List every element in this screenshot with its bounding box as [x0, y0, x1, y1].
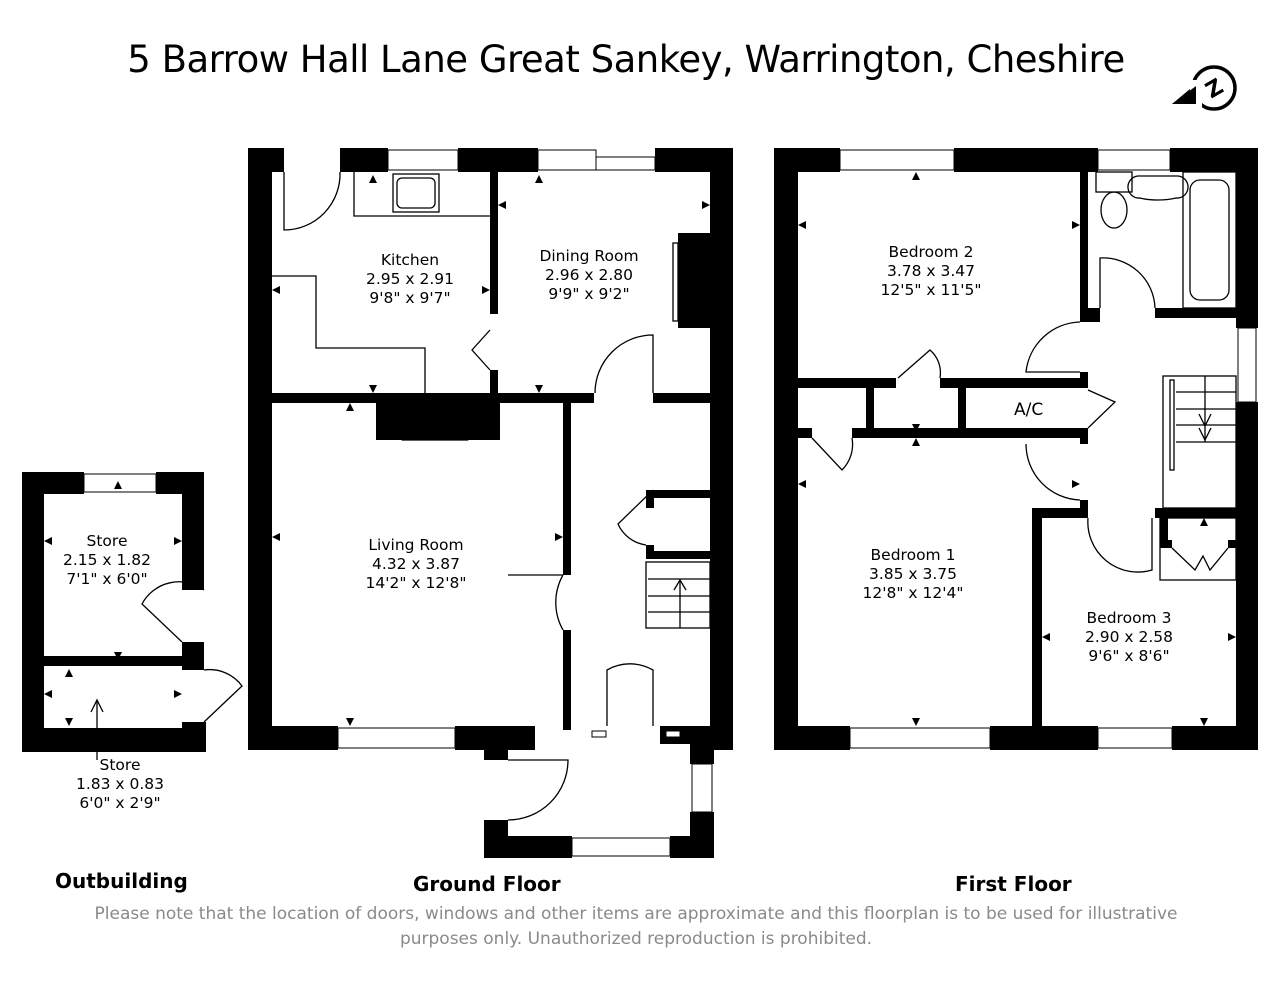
room-size-metric: 2.96 x 2.80	[544, 266, 634, 284]
ground-floor-walls	[248, 148, 733, 858]
room-outbuilding-store-1: Store 2.15 x 1.82 7'1" x 6'0"	[63, 532, 151, 589]
floor-label-ground-floor: Ground Floor	[413, 872, 561, 896]
room-outbuilding-store-2: Store 1.83 x 0.83 6'0" x 2'9"	[76, 756, 164, 813]
floor-label-first-floor: First Floor	[955, 872, 1072, 896]
room-size-imperial: 9'9" x 9'2"	[548, 285, 630, 303]
room-size-metric: 3.78 x 3.47	[886, 262, 976, 280]
outbuilding-walls	[22, 472, 206, 752]
room-name: Store	[86, 532, 128, 550]
room-size-imperial: 12'8" x 12'4"	[862, 584, 964, 602]
room-size-metric: 1.83 x 0.83	[75, 775, 165, 793]
room-dining-room: Dining Room 2.96 x 2.80 9'9" x 9'2"	[539, 247, 638, 304]
disclaimer-line-1: Please note that the location of doors, …	[94, 904, 1178, 924]
room-bedroom-3: Bedroom 3 2.90 x 2.58 9'6" x 8'6"	[1085, 609, 1173, 666]
room-name: Bedroom 1	[870, 546, 956, 564]
room-bedroom-1: Bedroom 1 3.85 x 3.75 12'8" x 12'4"	[863, 546, 964, 603]
north-compass-icon: Z	[1172, 65, 1237, 111]
room-name: Dining Room	[539, 247, 639, 265]
room-size-imperial: 6'0" x 2'9"	[79, 794, 161, 812]
room-size-imperial: 9'8" x 9'7"	[369, 289, 451, 307]
first-floor-walls	[774, 148, 1258, 750]
fixtures	[90, 171, 1237, 821]
disclaimer-line-2: purposes only. Unauthorized reproduction…	[399, 929, 873, 949]
room-size-metric: 3.85 x 3.75	[868, 565, 958, 583]
room-size-metric: 4.32 x 3.87	[371, 555, 461, 573]
disclaimer: Please note that the location of doors, …	[0, 902, 1272, 952]
room-name: Store	[99, 756, 141, 774]
floor-label-outbuilding: Outbuilding	[55, 869, 188, 893]
room-name: Living Room	[368, 536, 464, 554]
room-size-imperial: 9'6" x 8'6"	[1088, 647, 1170, 665]
room-name: Bedroom 2	[888, 243, 974, 261]
room-size-imperial: 12'5" x 11'5"	[880, 281, 982, 299]
room-kitchen: Kitchen 2.95 x 2.91 9'8" x 9'7"	[366, 251, 454, 308]
windows	[83, 149, 1257, 857]
dimension-markers	[44, 172, 1236, 726]
airing-cupboard-label: A/C	[1014, 400, 1044, 420]
room-size-imperial: 14'2" x 12'8"	[365, 574, 467, 592]
room-bedroom-2: Bedroom 2 3.78 x 3.47 12'5" x 11'5"	[881, 243, 982, 300]
property-address-title: 5 Barrow Hall Lane Great Sankey, Warring…	[127, 38, 1125, 81]
room-name: Bedroom 3	[1086, 609, 1172, 627]
room-name: Kitchen	[380, 251, 440, 269]
room-size-metric: 2.95 x 2.91	[365, 270, 455, 288]
room-size-metric: 2.15 x 1.82	[62, 551, 152, 569]
room-living-room: Living Room 4.32 x 3.87 14'2" x 12'8"	[366, 536, 467, 593]
room-size-metric: 2.90 x 2.58	[1084, 628, 1174, 646]
room-size-imperial: 7'1" x 6'0"	[66, 570, 148, 588]
